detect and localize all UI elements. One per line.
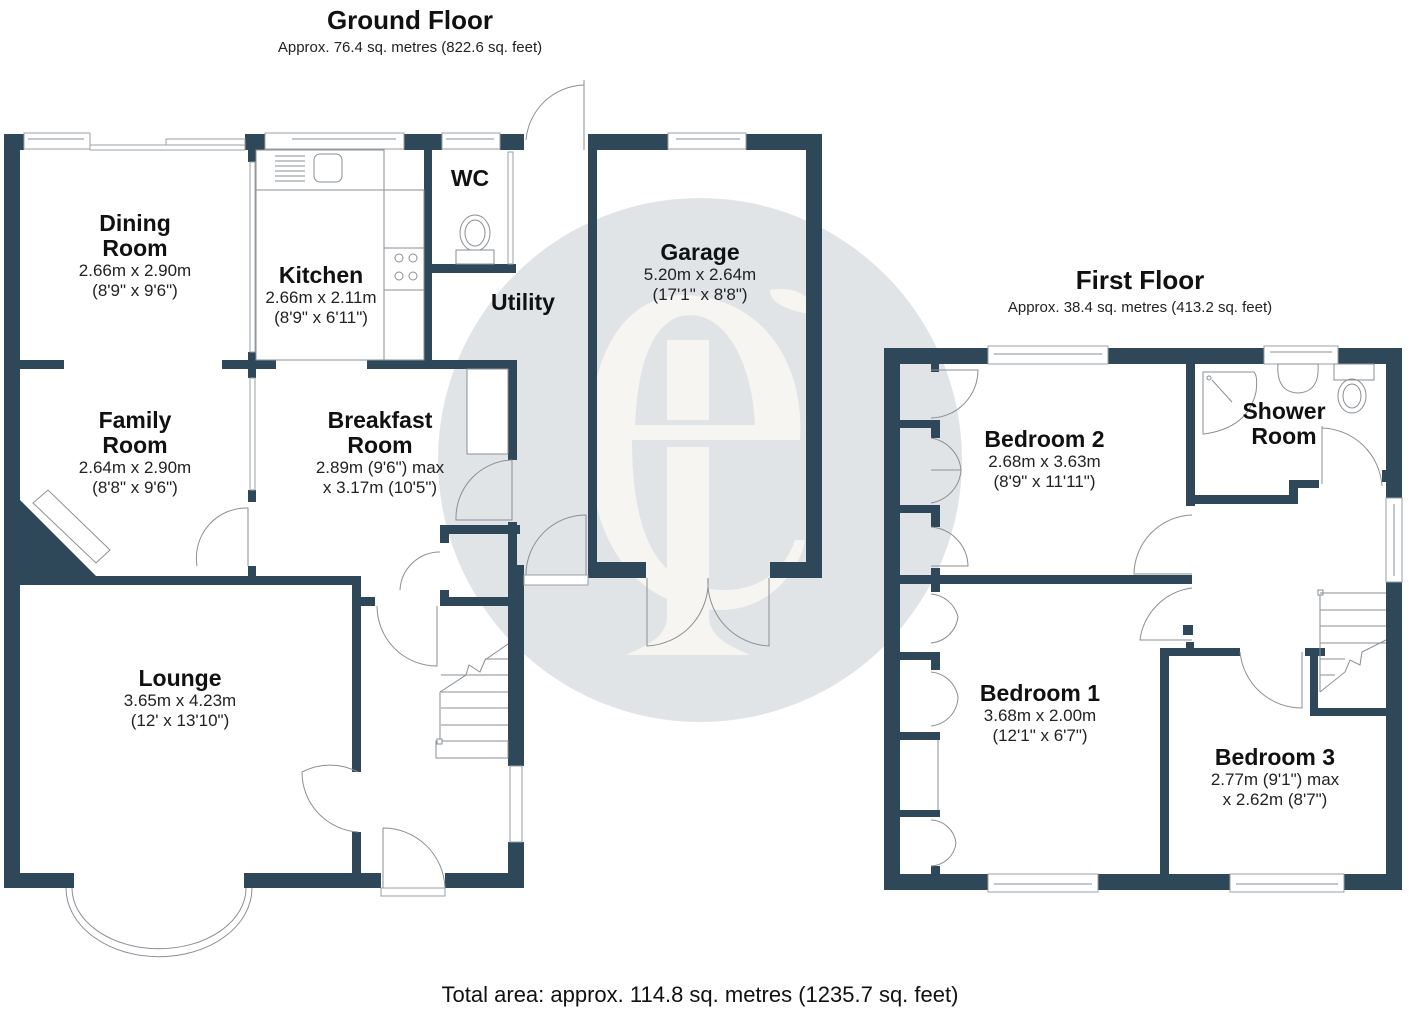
room-label-garage: Garage 5.20m x 2.64m (17'1" x 8'8") (620, 240, 780, 305)
basin-icon (1277, 363, 1319, 394)
room-dimension-imperial: (8'9" x 9'6") (92, 281, 178, 300)
room-dimension-imperial: (8'9" x 11'11") (993, 472, 1096, 491)
room-dimension-imperial: (8'8" x 9'6") (92, 478, 178, 497)
kitchen-sink-icon (275, 153, 343, 183)
room-dimension-imperial: (12' x 13'10") (130, 711, 230, 730)
ground-stairs-icon (435, 643, 509, 759)
first-floor-walls (884, 348, 1402, 890)
room-label-family: Family Room 2.64m x 2.90m (8'8" x 9'6") (40, 408, 230, 498)
room-label-wc: WC (450, 165, 490, 191)
first-floor-windows (987, 345, 1403, 893)
room-name: Dining (99, 210, 171, 236)
room-name: Bedroom 1 (979, 680, 1101, 706)
room-name: Bedroom 2 (984, 426, 1105, 452)
room-dimension-imperial: (17'1" x 8'8") (652, 285, 748, 304)
room-name: Room (102, 432, 168, 458)
room-dimension-metric: 2.64m x 2.90m (78, 458, 192, 477)
room-label-bedroom3: Bedroom 3 2.77m (9'1") max x 2.62m (8'7"… (1190, 745, 1360, 810)
room-name: Kitchen (278, 262, 364, 288)
room-name: Room (102, 235, 168, 261)
first-floor-area: Approx. 38.4 sq. metres (413.2 sq. feet) (1007, 299, 1273, 316)
toilet-icon (455, 214, 495, 265)
room-name: Bedroom 3 (1214, 744, 1336, 770)
ground-floor-windows (23, 132, 747, 958)
room-dimension-metric: 5.20m x 2.64m (643, 265, 757, 284)
room-label-kitchen: Kitchen 2.66m x 2.11m (8'9" x 6'11") (246, 263, 396, 328)
kitchen-hob-icon (383, 247, 425, 291)
room-dimension-metric: 3.68m x 2.00m (983, 706, 1097, 725)
first-floor-doors (930, 363, 1387, 867)
total-area: Total area: approx. 114.8 sq. metres (12… (441, 982, 959, 1007)
ground-floor-title: Ground Floor (326, 5, 494, 35)
ground-floor-doors (32, 80, 770, 897)
room-label-lounge: Lounge 3.65m x 4.23m (12' x 13'10") (95, 666, 265, 731)
ground-floor-area: Approx. 76.4 sq. metres (822.6 sq. feet) (277, 39, 543, 56)
room-label-dining: Dining Room 2.66m x 2.90m (8'9" x 9'6") (40, 211, 230, 301)
shower-tray-icon (1202, 371, 1258, 435)
room-label-utility: Utility (491, 289, 555, 315)
watermark-logo-icon (438, 198, 962, 722)
first-floor-title: First Floor (1075, 265, 1205, 295)
room-dimension-metric: 2.66m x 2.11m (265, 288, 377, 307)
ground-floor-walls (4, 134, 524, 888)
room-label-shower: Shower Room (1230, 399, 1338, 449)
room-dimension-line1: 2.89m (9'6") max (315, 458, 445, 477)
room-dimension-metric: 2.66m x 2.90m (78, 261, 192, 280)
room-dimension-metric: 3.65m x 4.23m (123, 691, 237, 710)
room-name: Room (347, 432, 413, 458)
room-dimension-line1: 2.77m (9'1") max (1210, 770, 1340, 789)
room-name: Breakfast (327, 407, 433, 433)
room-dimension-line2: x 2.62m (8'7") (1222, 790, 1328, 809)
room-dimension-line2: x 3.17m (10'5") (322, 478, 438, 497)
room-name: Family (98, 407, 172, 433)
first-stairs-icon (1317, 589, 1387, 693)
room-name: Garage (660, 239, 740, 265)
garage-walls (588, 134, 822, 578)
room-name: Lounge (138, 665, 222, 691)
room-dimension-imperial: (12'1" x 6'7") (992, 726, 1088, 745)
room-label-breakfast: Breakfast Room 2.89m (9'6") max x 3.17m … (290, 408, 470, 498)
room-dimension-metric: 2.68m x 3.63m (988, 452, 1101, 471)
room-label-bedroom1: Bedroom 1 3.68m x 2.00m (12'1" x 6'7") (950, 681, 1130, 746)
room-name: Room (1251, 423, 1317, 449)
toilet-icon (1333, 363, 1375, 414)
room-dimension-imperial: (8'9" x 6'11") (274, 308, 368, 327)
room-label-bedroom2: Bedroom 2 2.68m x 3.63m (8'9" x 11'11") (962, 427, 1127, 492)
room-name: Shower (1242, 398, 1326, 424)
